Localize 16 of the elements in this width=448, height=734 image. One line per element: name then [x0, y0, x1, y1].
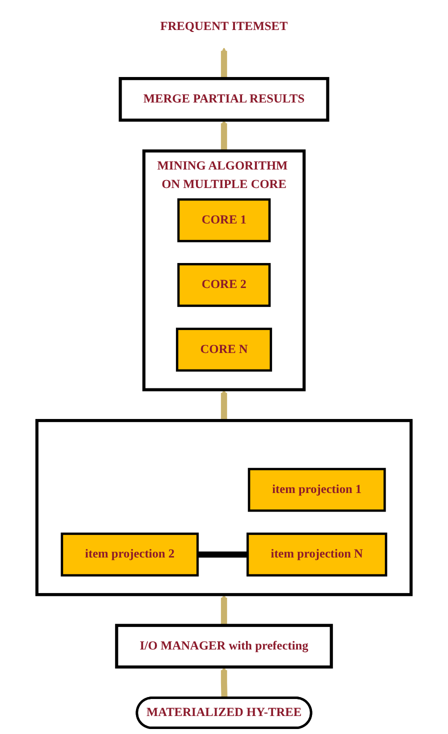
arrow [220, 47, 228, 79]
arrow [220, 120, 228, 151]
arrow [220, 666, 228, 698]
node-box: I/O MANAGER with prefecting [115, 624, 333, 669]
node-box: item projection 1 [248, 468, 386, 512]
node-box: CORE 2 [177, 263, 271, 307]
node-box: item projection 2 [60, 532, 199, 576]
cluster [35, 418, 413, 596]
node-box: CORE 1 [177, 198, 271, 242]
node-text: FREQUENT ITEMSET [160, 20, 288, 34]
arrow [220, 594, 228, 626]
node-box: item projection N [246, 532, 388, 576]
connector [198, 551, 248, 558]
node-box: MERGE PARTIAL RESULTS [118, 77, 330, 122]
arrow [220, 389, 228, 421]
node-box: CORE N [176, 328, 272, 372]
